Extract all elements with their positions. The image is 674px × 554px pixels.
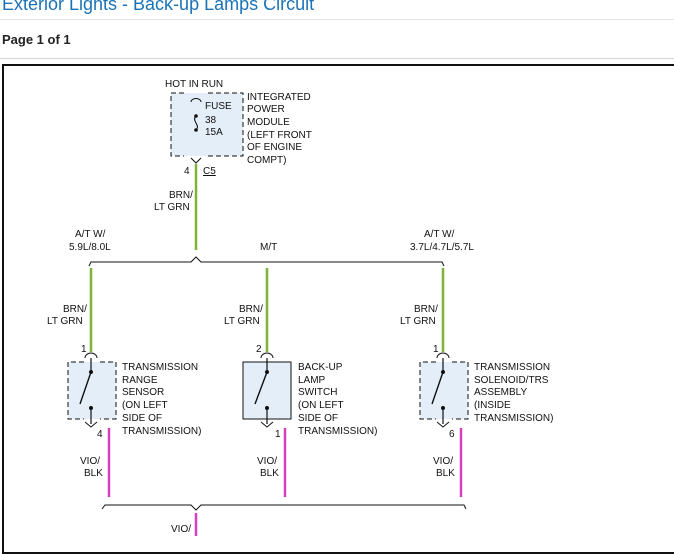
sensor-mid-connector-out	[260, 421, 274, 428]
sensor-mid-name-5: SIDE OF	[298, 413, 338, 424]
wiring-diagram: HOT IN RUN FUSE 38 15A INTEGRATED POWER …	[47, 79, 553, 536]
sensor-left-name-3: SENSOR	[122, 387, 164, 398]
branch-wire-left-color-2: LT GRN	[47, 316, 83, 327]
module-name-line-5: OF ENGINE	[247, 142, 302, 153]
transmission-range-sensor: 1 4 TRANSMISSION RANGE SENSOR (ON LEFT S…	[67, 344, 201, 440]
variant-left-line-2: 5.9L/8.0L	[69, 242, 111, 253]
sensor-right-outline	[419, 361, 469, 420]
fuse-label: FUSE	[205, 101, 232, 112]
sensor-mid-name-1: BACK-UP	[298, 362, 343, 373]
page-title: Exterior Lights - Back-up Lamps Circuit	[2, 0, 315, 14]
branch-wire-left-color-1: BRN/	[63, 304, 87, 315]
power-module: HOT IN RUN FUSE 38 15A INTEGRATED POWER …	[165, 79, 312, 177]
out-wire-right-color-2: BLK	[436, 468, 455, 479]
spacer-left	[91, 426, 109, 428]
sensor-right-name-1: TRANSMISSION	[474, 362, 550, 373]
title-divider	[0, 19, 674, 20]
bottom-wire-color: VIO/	[171, 524, 191, 535]
hot-in-run-label: HOT IN RUN	[165, 79, 223, 90]
out-wire-mid-color-2: BLK	[260, 468, 279, 479]
sensor-right-name-5: TRANSMISSION)	[474, 413, 553, 424]
sensor-mid-name-4: (ON LEFT	[298, 400, 344, 411]
sensor-right-connector-in	[436, 352, 450, 359]
module-connector-id: C5	[203, 166, 216, 177]
module-name-line-4: (LEFT FRONT	[247, 130, 312, 141]
branch-wire-right-color-2: LT GRN	[400, 316, 436, 327]
sensor-mid-pin-out: 1	[275, 429, 281, 440]
sensor-right-connector-out	[436, 421, 450, 428]
module-box	[171, 93, 243, 156]
fuse-contact-bottom	[194, 128, 198, 132]
page-indicator: Page 1 of 1	[2, 32, 71, 47]
sensor-left-connector-out	[84, 421, 98, 428]
sensor-left-name-2: RANGE	[122, 375, 158, 386]
sensor-left-outline	[67, 361, 117, 420]
sensor-mid-name-2: LAMP	[298, 375, 326, 386]
out-wire-left-color-1: VIO/	[80, 456, 100, 467]
switch-icon-mid	[254, 371, 268, 405]
out-wire-right-color-1: VIO/	[433, 456, 453, 467]
sensor-left-name-1: TRANSMISSION	[122, 362, 198, 373]
fuse-rating: 15A	[205, 127, 223, 138]
transmission-solenoid-assembly: 1 6 TRANSMISSION SOLENOID/TRS ASSEMBLY (…	[419, 344, 553, 440]
module-connector-top	[190, 98, 202, 103]
sensor-right-pin-in: 1	[433, 344, 439, 355]
module-name-line-3: MODULE	[247, 117, 290, 128]
variant-right-line-1: A/T W/	[424, 229, 455, 240]
supply-wire-color-2: LT GRN	[154, 202, 190, 213]
branch-wire-mid-color-1: BRN/	[239, 304, 263, 315]
module-name-line-1: INTEGRATED	[247, 92, 311, 103]
module-pin: 4	[184, 166, 190, 177]
sensor-mid-name-6: TRANSMISSION)	[298, 426, 377, 437]
back-up-lamp-switch: 2 1 BACK-UP LAMP SWITCH (ON LEFT SIDE OF…	[242, 344, 377, 440]
sensor-left-pin-in: 1	[81, 344, 87, 355]
sensor-right-pin-out: 6	[449, 429, 455, 440]
sensor-left-pin-out: 4	[97, 429, 103, 440]
module-outline	[170, 92, 244, 157]
sensor-mid-pin-in: 2	[256, 344, 262, 355]
module-name-line-6: COMPT)	[247, 155, 286, 166]
sensor-left-name-5: SIDE OF	[122, 413, 162, 424]
switch-icon-left	[79, 371, 92, 405]
sensor-right-name-3: ASSEMBLY	[474, 387, 527, 398]
sensor-left-connector-in	[84, 352, 98, 359]
variant-right-line-2: 3.7L/4.7L/5.7L	[410, 242, 474, 253]
sensor-right-name-2: SOLENOID/TRS	[474, 375, 549, 386]
out-wire-mid-color-1: VIO/	[257, 456, 277, 467]
supply-wire-color-1: BRN/	[169, 190, 193, 201]
header-divider	[0, 58, 674, 59]
module-output-connector	[190, 157, 202, 164]
sensor-left-name-6: TRANSMISSION)	[122, 426, 201, 437]
module-name-line-2: POWER	[247, 104, 285, 115]
out-wire-left-color-2: BLK	[84, 468, 103, 479]
switch-icon-right	[431, 371, 444, 405]
sensor-mid-connector-in	[260, 352, 274, 359]
variant-mid-label: M/T	[260, 242, 277, 253]
sensor-mid-name-3: SWITCH	[298, 387, 337, 398]
sensor-right-name-4: (INSIDE	[474, 400, 511, 411]
bottom-splice-brace	[101, 504, 467, 511]
branch-wire-right-color-1: BRN/	[414, 304, 438, 315]
branch-wire-mid-color-2: LT GRN	[224, 316, 260, 327]
sensor-left-name-4: (ON LEFT	[122, 400, 168, 411]
top-splice-brace	[88, 256, 445, 267]
fuse-number: 38	[205, 115, 217, 126]
variant-left-line-1: A/T W/	[75, 229, 106, 240]
